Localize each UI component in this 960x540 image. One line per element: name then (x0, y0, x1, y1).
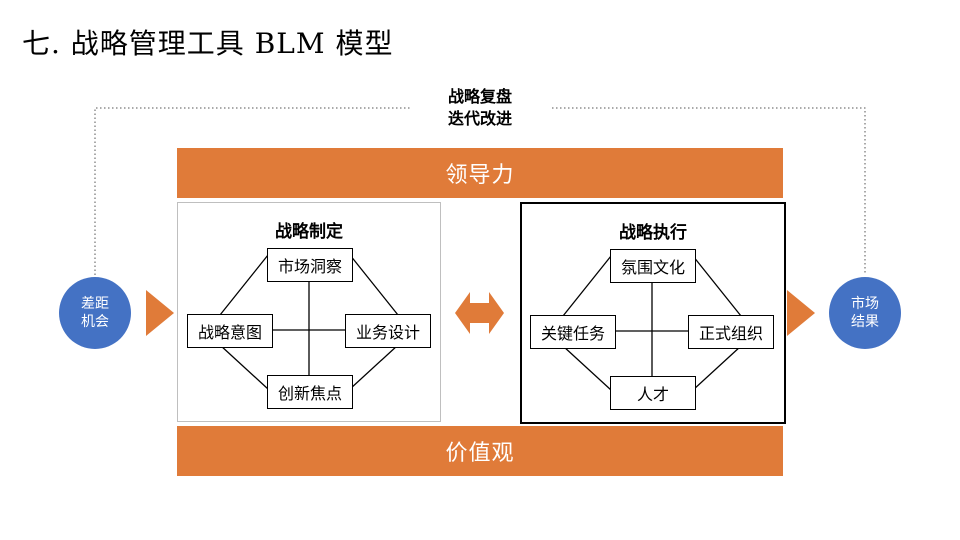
feedback-label: 战略复盘 迭代改进 (410, 86, 550, 130)
result-line2: 结果 (851, 314, 879, 330)
feedback-line1: 战略复盘 (447, 87, 512, 106)
leadership-band: 领导力 (177, 148, 783, 198)
gap-line1: 差距 (81, 296, 109, 312)
result-line1: 市场 (851, 296, 879, 312)
strategy-execution-panel: 战略执行 氛围文化 关键任务 正式组织 人才 (520, 202, 786, 424)
market-result-circle: 市场 结果 (829, 277, 901, 349)
node-strategic-intent: 战略意图 (187, 314, 273, 348)
node-market-insight: 市场洞察 (267, 248, 353, 282)
gap-opportunity-circle: 差距 机会 (59, 277, 131, 349)
node-business-design: 业务设计 (345, 314, 431, 348)
gap-line2: 机会 (81, 314, 109, 330)
strategy-formulation-panel: 战略制定 市场洞察 战略意图 业务设计 创新焦点 (177, 202, 441, 422)
node-innovation-focus: 创新焦点 (267, 375, 353, 409)
node-critical-tasks: 关键任务 (530, 315, 616, 349)
node-climate-culture: 氛围文化 (610, 249, 696, 283)
arrow-gap-to-formulation (146, 290, 174, 336)
double-arrow-formulation-execution (455, 292, 504, 334)
node-talent: 人才 (610, 376, 696, 410)
strategy-formulation-title: 战略制定 (275, 222, 343, 242)
node-formal-organization: 正式组织 (688, 315, 774, 349)
page-title: 七. 战略管理工具 BLM 模型 (22, 27, 394, 60)
arrow-execution-to-result (787, 290, 815, 336)
values-band: 价值观 (177, 426, 783, 476)
feedback-line2: 迭代改进 (447, 109, 512, 128)
strategy-execution-title: 战略执行 (619, 223, 687, 243)
